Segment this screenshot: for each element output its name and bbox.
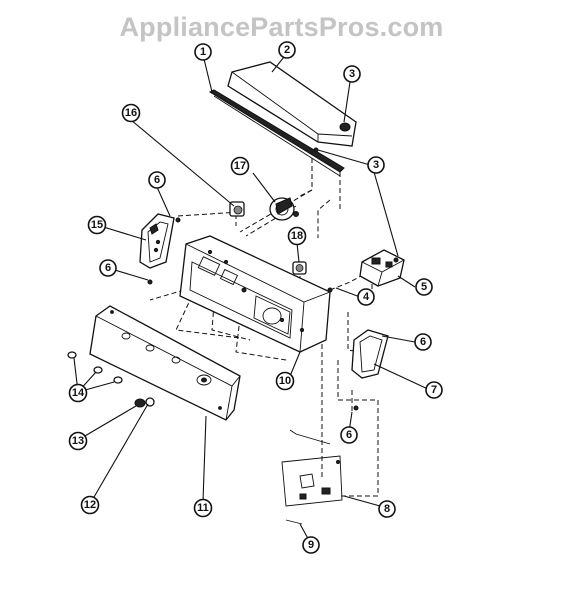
svg-text:17: 17 — [234, 160, 246, 172]
svg-text:18: 18 — [291, 230, 303, 242]
callout-5: 5 — [415, 278, 433, 296]
svg-text:9: 9 — [308, 539, 314, 551]
svg-text:3: 3 — [373, 159, 379, 171]
svg-text:7: 7 — [431, 384, 437, 396]
callout-3-mid: 3 — [367, 156, 385, 174]
part-left-end-cap[interactable] — [139, 213, 175, 269]
part-selector-switch[interactable] — [269, 197, 299, 221]
svg-text:4: 4 — [363, 291, 370, 303]
callout-6-left: 6 — [99, 259, 117, 277]
callout-3-top: 3 — [343, 65, 361, 83]
svg-text:5: 5 — [421, 281, 427, 293]
svg-text:10: 10 — [279, 375, 291, 387]
callout-7: 7 — [425, 381, 443, 399]
callout-6-right: 6 — [414, 333, 432, 351]
part-knob-upper[interactable] — [229, 201, 245, 217]
part-right-end-cap[interactable] — [351, 329, 389, 379]
callout-13: 13 — [68, 431, 88, 451]
svg-text:6: 6 — [154, 174, 160, 186]
svg-text:2: 2 — [284, 44, 290, 56]
part-timer[interactable] — [359, 249, 405, 287]
svg-text:15: 15 — [91, 219, 103, 231]
svg-text:6: 6 — [420, 336, 426, 348]
callout-12: 12 — [80, 495, 100, 515]
part-control-panel[interactable] — [179, 235, 331, 353]
svg-text:1: 1 — [200, 46, 206, 58]
callout-14: 14 — [68, 383, 88, 403]
callout-9: 9 — [302, 536, 320, 554]
svg-text:12: 12 — [84, 499, 96, 511]
part-wiring-harness[interactable] — [281, 429, 343, 525]
callout-6-top: 6 — [148, 171, 166, 189]
callout-4: 4 — [357, 288, 375, 306]
callout-11: 11 — [193, 498, 213, 518]
part-console-top[interactable] — [227, 61, 357, 147]
svg-text:11: 11 — [197, 502, 209, 514]
part-front-console[interactable] — [89, 305, 241, 421]
callout-8: 8 — [378, 500, 396, 518]
part-push-buttons[interactable] — [67, 351, 123, 384]
svg-text:13: 13 — [72, 435, 84, 447]
part-knob-front[interactable] — [134, 398, 146, 408]
part-trim-strip[interactable] — [208, 89, 345, 177]
assembly-guide-lines — [149, 150, 379, 497]
svg-text:14: 14 — [72, 387, 85, 399]
svg-text:3: 3 — [349, 68, 355, 80]
svg-text:16: 16 — [125, 107, 137, 119]
callout-17: 17 — [230, 156, 250, 176]
callout-10: 10 — [275, 371, 295, 391]
callout-6-bottom: 6 — [340, 426, 358, 444]
callout-1: 1 — [194, 43, 212, 61]
svg-text:6: 6 — [346, 429, 352, 441]
callout-15: 15 — [87, 215, 107, 235]
watermark-text: AppliancePartsPros.com — [119, 12, 444, 42]
callout-18: 18 — [287, 226, 307, 246]
callout-2: 2 — [278, 41, 296, 59]
svg-text:8: 8 — [384, 503, 390, 515]
part-knob-lower[interactable] — [292, 261, 307, 275]
svg-text:6: 6 — [105, 262, 111, 274]
callout-16: 16 — [121, 103, 141, 123]
